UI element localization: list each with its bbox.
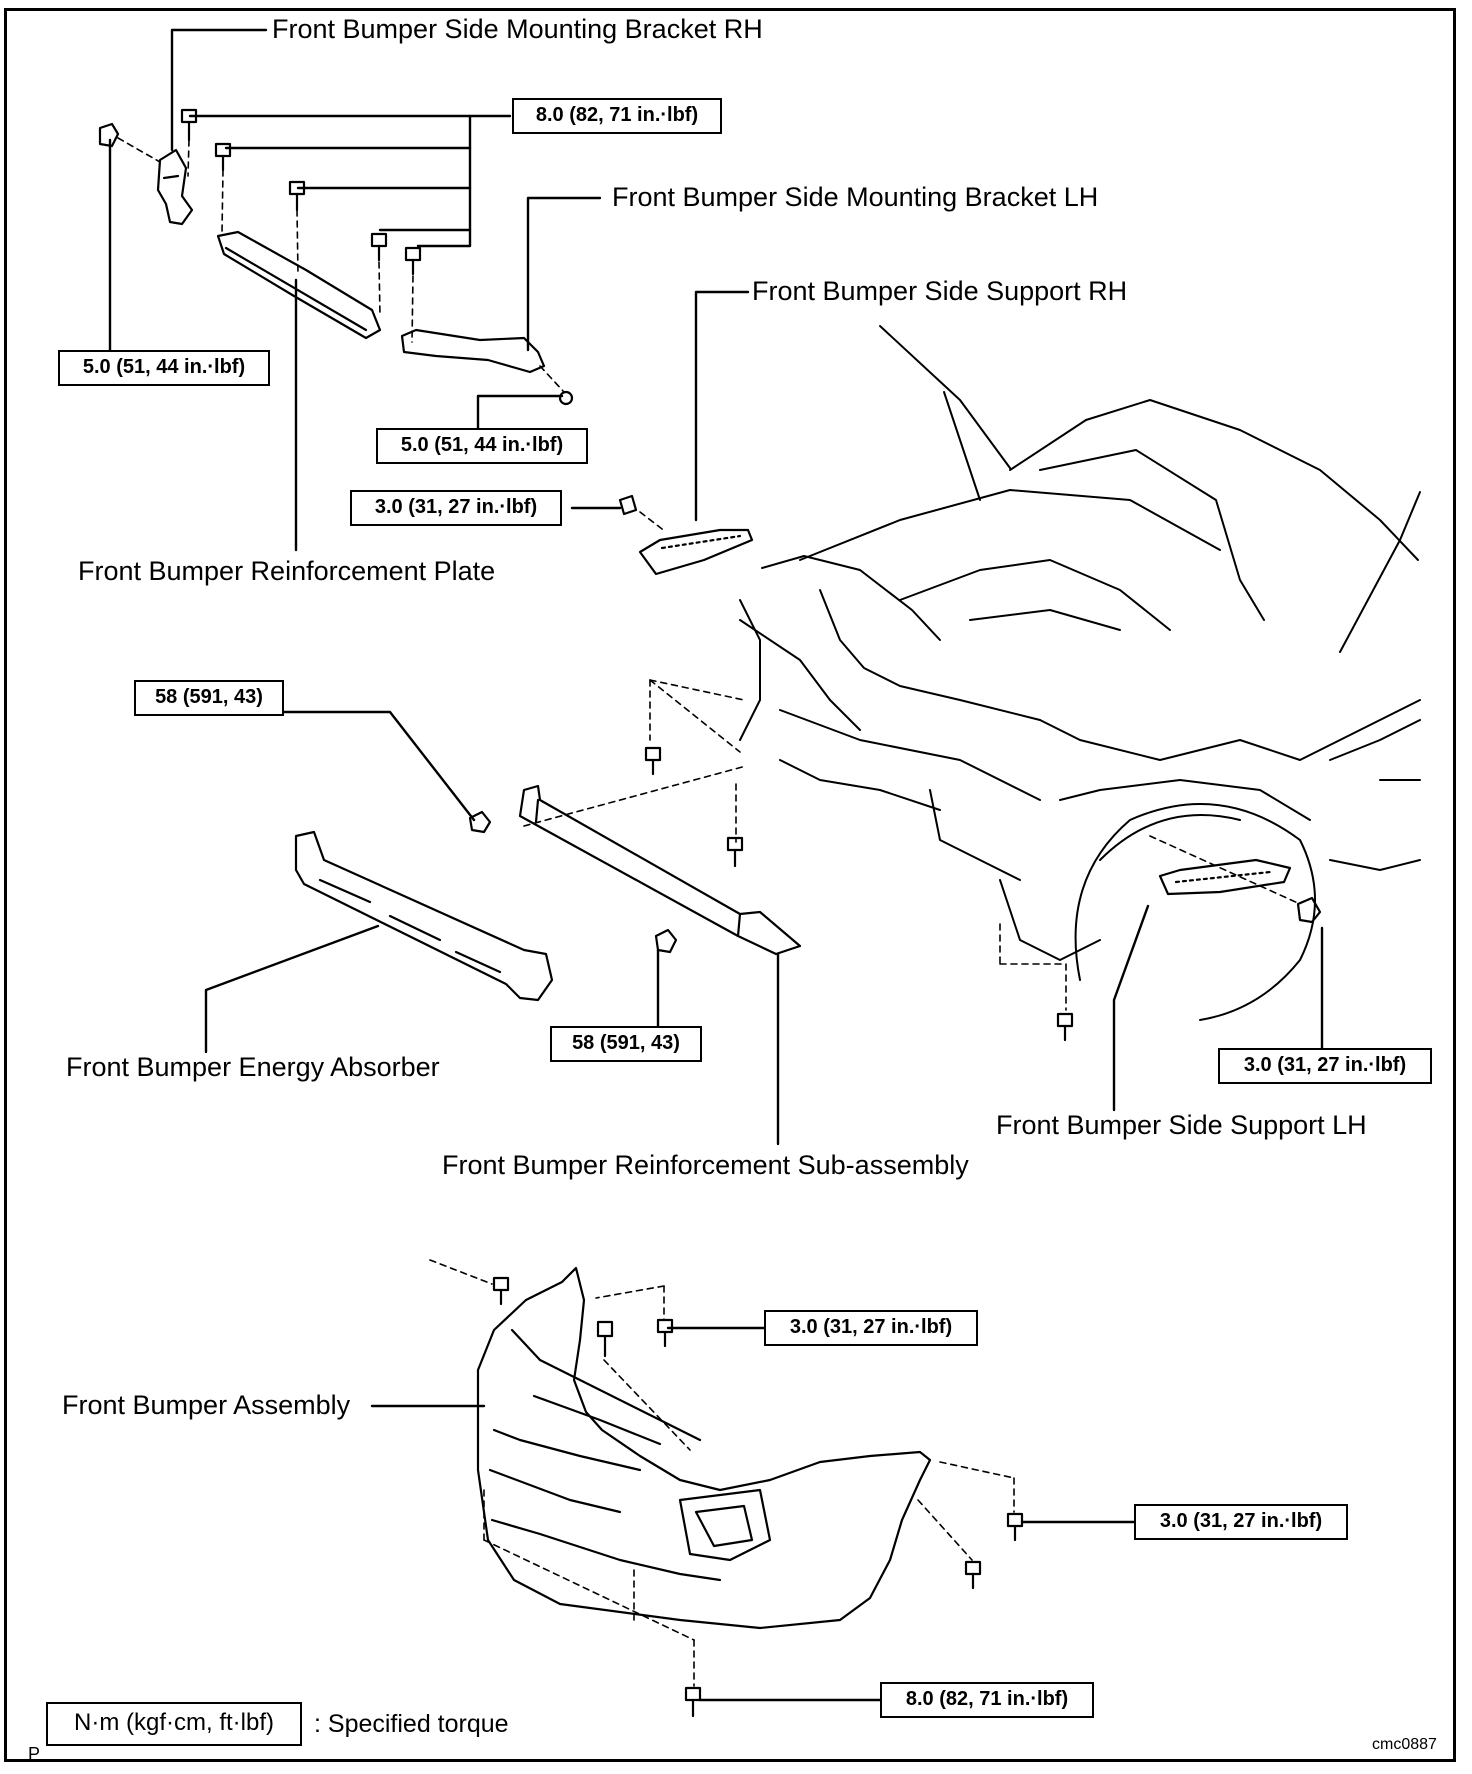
torque-3-0-support-rh: 3.0 (31, 27 in.·lbf) <box>350 490 562 526</box>
label-bracket-rh: Front Bumper Side Mounting Bracket RH <box>272 14 763 44</box>
front-bumper-part <box>476 1266 932 1630</box>
bracket-lh-part <box>400 328 574 406</box>
dashed-lines-bumper <box>429 1259 1015 1687</box>
bolt-small-shapes <box>98 108 422 276</box>
torque-5-0-mid: 5.0 (51, 44 in.·lbf) <box>376 428 588 464</box>
dashed-lines-vehicle <box>523 679 1301 1011</box>
torque-8-0-bottom: 8.0 (82, 71 in.·lbf) <box>880 1682 1094 1718</box>
figure-code: cmc0887 <box>1372 1736 1437 1753</box>
label-energy-absorber: Front Bumper Energy Absorber <box>66 1052 440 1082</box>
legend-unit-box: N·m (kgf·cm, ft·lbf) <box>46 1702 302 1746</box>
reinforcement-sub-part <box>468 784 802 956</box>
label-reinforcement-plate: Front Bumper Reinforcement Plate <box>78 556 496 586</box>
reinforcement-plate-part <box>216 230 382 340</box>
label-support-rh: Front Bumper Side Support RH <box>752 276 1128 306</box>
label-bumper-assembly: Front Bumper Assembly <box>62 1390 351 1420</box>
torque-3-0-bumper-top: 3.0 (31, 27 in.·lbf) <box>764 1310 978 1346</box>
energy-absorber-part <box>294 830 554 1002</box>
vehicle-body <box>739 325 1421 1021</box>
label-bracket-lh: Front Bumper Side Mounting Bracket LH <box>612 182 1099 212</box>
corner-p-label: P <box>28 1744 41 1764</box>
torque-58-lower: 58 (591, 43) <box>550 1026 702 1062</box>
vehicle-bolts <box>644 746 1322 1042</box>
bracket-rh-part <box>156 148 194 226</box>
support-rh-part <box>618 494 754 576</box>
label-support-lh: Front Bumper Side Support LH <box>996 1110 1367 1140</box>
torque-5-0-left: 5.0 (51, 44 in.·lbf) <box>58 350 270 386</box>
torque-8-0-top: 8.0 (82, 71 in.·lbf) <box>512 98 722 134</box>
leader-lines <box>108 28 1324 1702</box>
torque-3-0-bumper-right: 3.0 (31, 27 in.·lbf) <box>1134 1504 1348 1540</box>
support-lh-part <box>1158 858 1292 896</box>
diagram-frame <box>4 8 1456 1762</box>
torque-58-upper: 58 (591, 43) <box>134 680 284 716</box>
label-reinforcement-sub: Front Bumper Reinforcement Sub-assembly <box>442 1150 969 1180</box>
torque-3-0-support-lh: 3.0 (31, 27 in.·lbf) <box>1218 1048 1432 1084</box>
legend-text: : Specified torque <box>314 1710 509 1738</box>
bumper-bolts <box>492 1276 1024 1718</box>
